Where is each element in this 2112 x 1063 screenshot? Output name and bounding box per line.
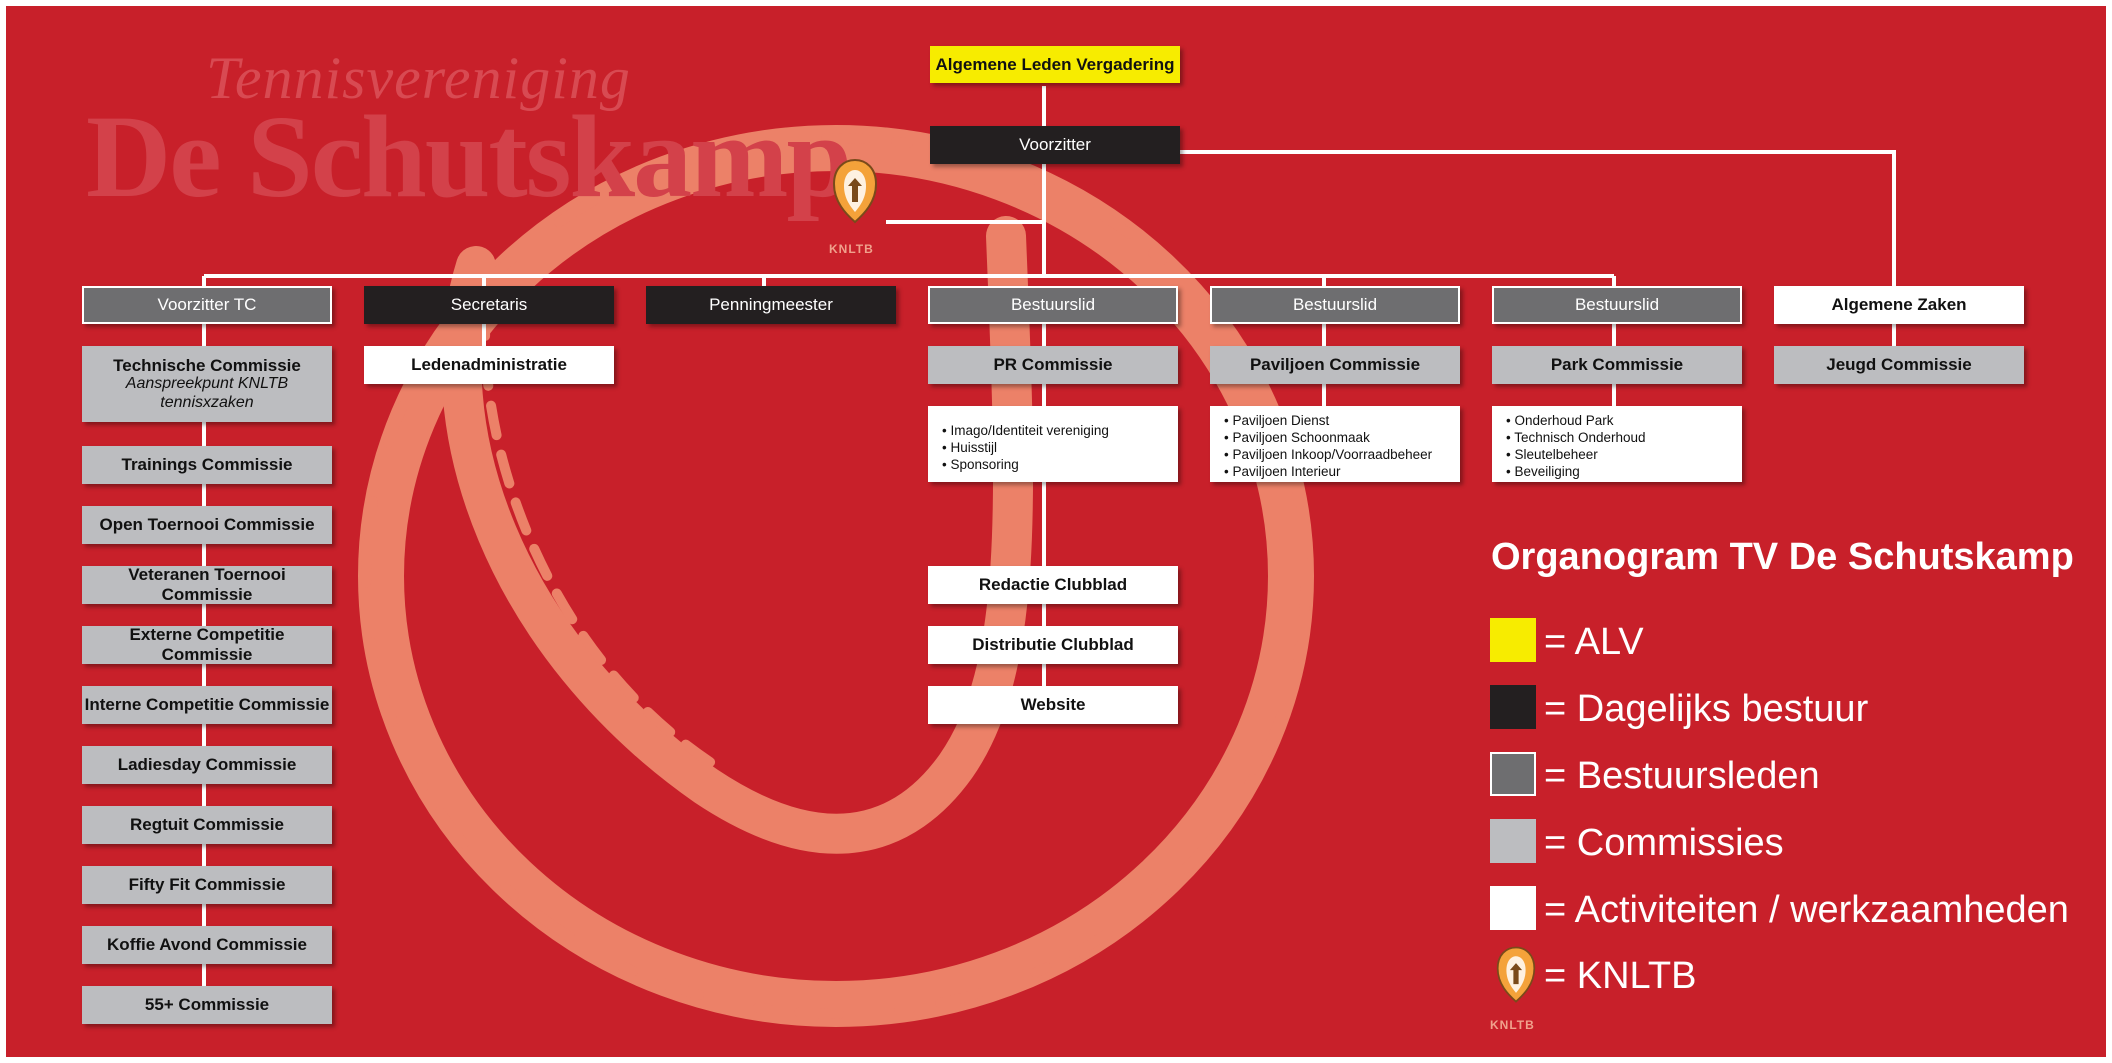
secretaris-box: Secretaris	[364, 286, 614, 324]
tc-commission-externe: Externe Competitie Commissie	[82, 625, 332, 664]
redactie-clubblad-box: Redactie Clubblad	[928, 566, 1178, 604]
tc-commission-technische: Technische Commissie Aanspreekpunt KNLTB…	[82, 346, 332, 422]
legend-swatch-activiteiten	[1490, 886, 1536, 930]
paviljoen-activities-list: Paviljoen Dienst Paviljoen Schoonmaak Pa…	[1210, 406, 1460, 482]
list-item: Sponsoring	[942, 456, 1164, 473]
bestuurslid-paviljoen-box: Bestuurslid	[1210, 286, 1460, 324]
voorzitter-tc-box: Voorzitter TC	[82, 286, 332, 324]
commission-sublabel: Aanspreekpunt KNLTB tennisxzaken	[125, 375, 289, 411]
tc-commission-trainings: Trainings Commissie	[82, 446, 332, 484]
knltb-logo-label: KNLTB	[829, 242, 874, 256]
tc-commission-ladiesday: Ladiesday Commissie	[82, 746, 332, 784]
paviljoen-commissie-box: Paviljoen Commissie	[1210, 346, 1460, 384]
list-item: Paviljoen Dienst	[1224, 412, 1446, 429]
club-script-title: Tennisvereniging	[206, 45, 631, 111]
legend-knltb-logo-label: KNLTB	[1490, 1018, 1535, 1032]
organogram-canvas: Tennisvereniging De Schutskamp KNLTB Alg	[6, 6, 2106, 1057]
legend-label-activiteiten: = Activiteiten / werkzaamheden	[1544, 889, 2069, 931]
list-item: Imago/Identiteit vereniging	[942, 422, 1164, 439]
legend-label-alv: = ALV	[1544, 621, 1644, 663]
list-item: Onderhoud Park	[1506, 412, 1728, 429]
list-item: Beveiliging	[1506, 463, 1728, 480]
list-item: Paviljoen Schoonmaak	[1224, 429, 1446, 446]
list-item: Technisch Onderhoud	[1506, 429, 1728, 446]
pr-commissie-box: PR Commissie	[928, 346, 1178, 384]
ledenadministratie-box: Ledenadministratie	[364, 346, 614, 384]
knltb-logo-icon	[1496, 946, 1536, 1003]
alv-box: Algemene Leden Vergadering	[930, 46, 1180, 83]
commission-label: Technische Commissie	[113, 355, 301, 375]
tc-commission-regtuit: Regtuit Commissie	[82, 806, 332, 844]
legend-label-dagelijks-bestuur: = Dagelijks bestuur	[1544, 688, 1869, 730]
voorzitter-box: Voorzitter	[930, 126, 1180, 164]
list-item: Paviljoen Inkoop/Voorraadbeheer	[1224, 446, 1446, 463]
list-item: Huisstijl	[942, 439, 1164, 456]
tc-commission-fifty-fit: Fifty Fit Commissie	[82, 866, 332, 904]
legend-label-bestuursleden: = Bestuursleden	[1544, 755, 1820, 797]
legend-label-knltb: = KNLTB	[1544, 955, 1697, 997]
tc-commission-open-toernooi: Open Toernooi Commissie	[82, 506, 332, 544]
bestuurslid-park-box: Bestuurslid	[1492, 286, 1742, 324]
algemene-zaken-box: Algemene Zaken	[1774, 286, 2024, 324]
tennis-ball-swirl-icon	[358, 125, 1314, 1027]
knltb-logo-icon	[832, 158, 878, 224]
tc-commission-koffie-avond: Koffie Avond Commissie	[82, 926, 332, 964]
tc-commission-veteranen: Veteranen Toernooi Commissie	[82, 565, 332, 604]
legend-swatch-bestuursleden	[1490, 752, 1536, 796]
distributie-clubblad-box: Distributie Clubblad	[928, 626, 1178, 664]
tc-commission-55plus: 55+ Commissie	[82, 986, 332, 1024]
list-item: Sleutelbeheer	[1506, 446, 1728, 463]
legend-swatch-dagelijks-bestuur	[1490, 685, 1536, 729]
bestuurslid-pr-box: Bestuurslid	[928, 286, 1178, 324]
legend-swatch-alv	[1490, 618, 1536, 662]
jeugd-commissie-box: Jeugd Commissie	[1774, 346, 2024, 384]
legend-swatch-commissies	[1490, 819, 1536, 863]
pr-activities-list: Imago/Identiteit vereniging Huisstijl Sp…	[928, 406, 1178, 482]
park-activities-list: Onderhoud Park Technisch Onderhoud Sleut…	[1492, 406, 1742, 482]
legend-title: Organogram TV De Schutskamp	[1491, 536, 2074, 578]
park-commissie-box: Park Commissie	[1492, 346, 1742, 384]
penningmeester-box: Penningmeester	[646, 286, 896, 324]
list-item: Paviljoen Interieur	[1224, 463, 1446, 480]
club-main-title: De Schutskamp	[86, 91, 852, 222]
legend-label-commissies: = Commissies	[1544, 822, 1784, 864]
tc-commission-interne: Interne Competitie Commissie	[82, 686, 332, 724]
website-box: Website	[928, 686, 1178, 724]
